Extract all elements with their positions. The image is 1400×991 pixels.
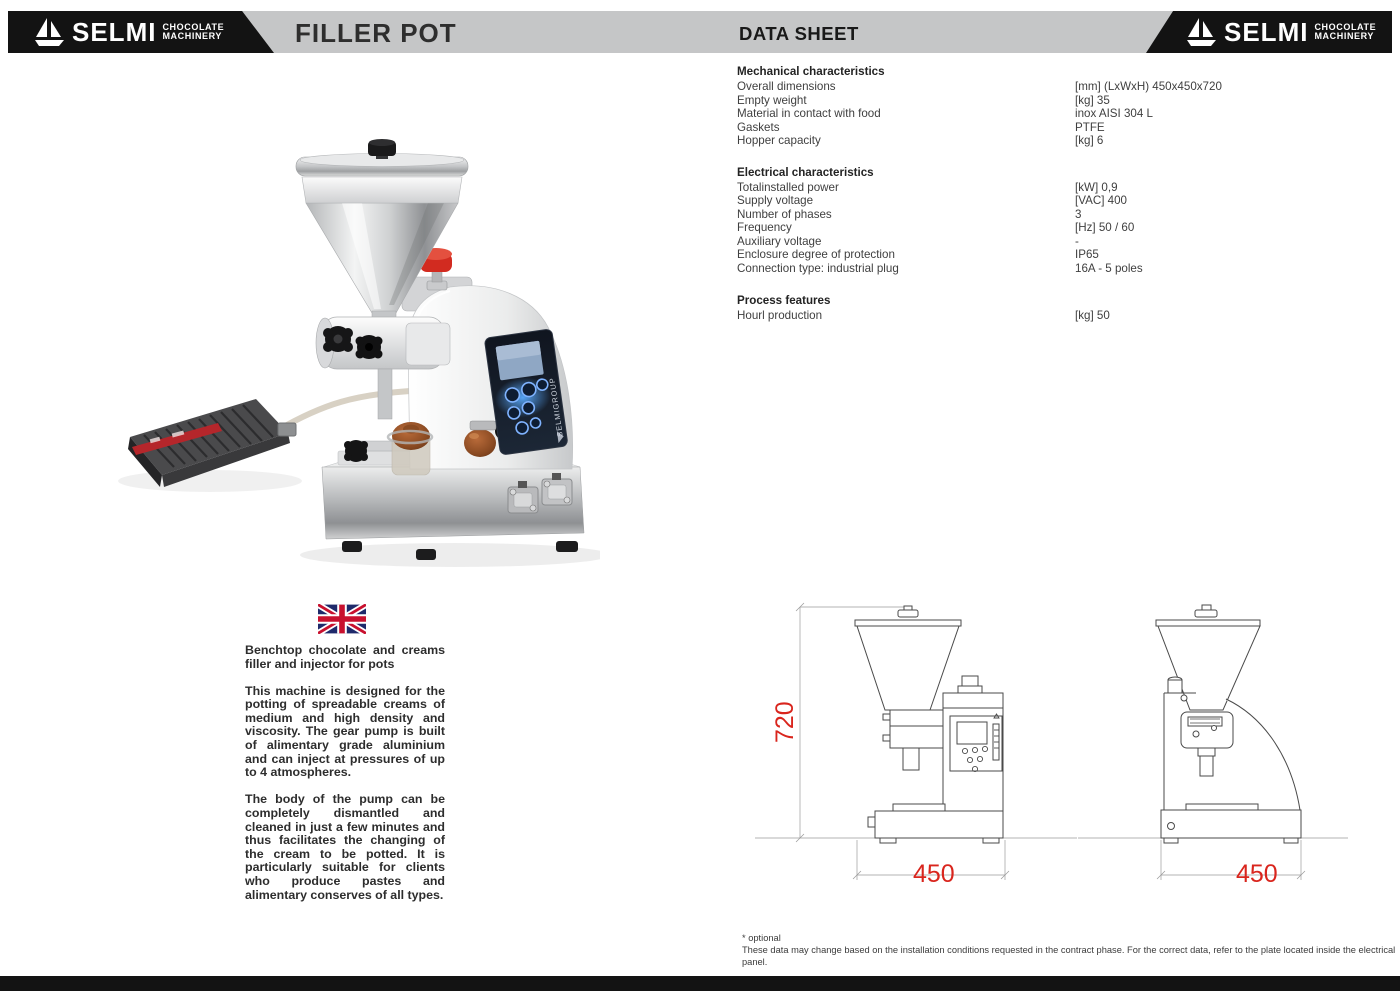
spec-row: Totalinstalled power [kW] 0,9 bbox=[737, 181, 1385, 195]
chocolate-jar bbox=[386, 422, 434, 476]
brand-sub-line1: CHOCOLATE bbox=[162, 21, 225, 32]
spec-row: Auxiliary voltage - bbox=[737, 235, 1385, 249]
side-width-dimension: 450 bbox=[1236, 860, 1278, 888]
spec-value: [kg] 50 bbox=[1075, 308, 1110, 322]
base-connectors bbox=[507, 473, 573, 514]
foot-pedal bbox=[128, 399, 297, 487]
product-description: Benchtop chocolate and creams filler and… bbox=[245, 643, 445, 902]
spec-value: [kW] 0,9 bbox=[1075, 180, 1118, 194]
spec-label: Connection type: industrial plug bbox=[737, 262, 899, 276]
front-view-drawing: 720 450 bbox=[755, 602, 1077, 888]
control-panel: SELMIGROUP bbox=[484, 329, 568, 455]
spec-label: Supply voltage bbox=[737, 194, 814, 208]
spec-label: Hourl production bbox=[737, 308, 823, 322]
spec-value: IP65 bbox=[1075, 248, 1099, 262]
brand-name: SELMI bbox=[72, 17, 157, 47]
brand-sub-line1: CHOCOLATE bbox=[1314, 21, 1377, 32]
spec-section-title: Electrical characteristics bbox=[737, 165, 874, 179]
machine-shadow bbox=[300, 543, 600, 567]
pedal-cable bbox=[275, 388, 413, 433]
selmi-logo: SELMI CHOCOLATE MACHINERY bbox=[34, 16, 224, 48]
spec-value: 3 bbox=[1075, 207, 1082, 221]
spec-row: Overall dimensions [mm] (LxWxH) 450x450x7… bbox=[737, 80, 1385, 94]
spec-row: Hourl production [kg] 50 bbox=[737, 309, 1385, 323]
spec-section-process: Process features Hourl production [kg] 50 bbox=[737, 294, 1385, 323]
pedal-red-label bbox=[132, 423, 222, 455]
description-paragraph-1: This machine is designed for the potting… bbox=[245, 683, 445, 780]
spec-label: Overall dimensions bbox=[737, 80, 836, 93]
spec-label: Number of phases bbox=[737, 207, 832, 221]
doc-type-title: DATA SHEET bbox=[739, 23, 859, 44]
spec-label: Hopper capacity bbox=[737, 134, 821, 148]
brand-name: SELMI bbox=[1224, 17, 1309, 47]
spec-label: Auxiliary voltage bbox=[737, 234, 822, 248]
spec-label: Gaskets bbox=[737, 120, 780, 134]
spec-row: Gaskets PTFE bbox=[737, 121, 1385, 135]
sailboat-icon bbox=[35, 18, 64, 46]
spec-row: Enclosure degree of protection IP65 bbox=[737, 248, 1385, 262]
description-paragraph-2: The body of the pump can be completely d… bbox=[245, 792, 445, 902]
spec-table: Mechanical characteristics Overall dimen… bbox=[737, 65, 1385, 340]
spec-value: 16A - 5 poles bbox=[1075, 262, 1143, 276]
spec-row: Connection type: industrial plug 16A - 5 … bbox=[737, 262, 1385, 276]
spec-label: Enclosure degree of protection bbox=[737, 248, 895, 262]
pump-assembly bbox=[315, 316, 451, 462]
spec-label: Totalinstalled power bbox=[737, 180, 839, 194]
brand-subtitle: CHOCOLATE MACHINERY bbox=[162, 21, 225, 42]
spec-value: - bbox=[1075, 234, 1079, 248]
spec-value: [kg] 35 bbox=[1075, 93, 1110, 107]
uk-flag-icon bbox=[318, 604, 366, 634]
front-width-dimension: 450 bbox=[913, 860, 955, 888]
sailboat-icon bbox=[1187, 18, 1216, 46]
selmi-logo-right: SELMI CHOCOLATE MACHINERY bbox=[1186, 16, 1376, 48]
pump-knob bbox=[355, 335, 383, 359]
hopper bbox=[295, 139, 469, 322]
spec-section-electrical: Electrical characteristics Totalinstalle… bbox=[737, 166, 1385, 276]
spec-section-title: Process features bbox=[737, 293, 831, 307]
spec-row: Hopper capacity [kg] 6 bbox=[737, 134, 1385, 148]
spec-row: Empty weight [kg] 35 bbox=[737, 94, 1385, 108]
pedal-shadow bbox=[118, 470, 302, 492]
brand-sub-line2: MACHINERY bbox=[162, 31, 223, 41]
machine-photo: SELMIGROUP bbox=[118, 139, 600, 567]
spec-value: [mm] (LxWxH) 450x450x720 bbox=[1075, 80, 1222, 93]
page-title: FILLER POT bbox=[295, 18, 457, 48]
spec-row: Frequency [Hz] 50 / 60 bbox=[737, 221, 1385, 235]
lower-knob bbox=[344, 440, 368, 462]
spec-section-title: Mechanical characteristics bbox=[737, 65, 885, 78]
spec-value: [Hz] 50 / 60 bbox=[1075, 221, 1135, 235]
pump-knob bbox=[323, 326, 353, 352]
spec-value: [VAC] 400 bbox=[1075, 194, 1127, 208]
spec-row: Number of phases 3 bbox=[737, 208, 1385, 222]
footnote-optional: * optional bbox=[742, 933, 781, 943]
spec-value: PTFE bbox=[1075, 120, 1105, 134]
brand-sub-line2: MACHINERY bbox=[1314, 31, 1375, 41]
spec-label: Frequency bbox=[737, 221, 792, 235]
spec-label: Empty weight bbox=[737, 93, 807, 107]
spec-row: Supply voltage [VAC] 400 bbox=[737, 194, 1385, 208]
spec-label: Material in contact with food bbox=[737, 107, 881, 121]
spec-value: inox AISI 304 L bbox=[1075, 107, 1153, 121]
header-left-brand-band: SELMI CHOCOLATE MACHINERY bbox=[8, 11, 274, 53]
brand-subtitle: CHOCOLATE MACHINERY bbox=[1314, 21, 1377, 42]
description-title: Benchtop chocolate and creams filler and… bbox=[245, 643, 445, 671]
footer-band bbox=[0, 976, 1400, 991]
side-view-drawing: 450 bbox=[1078, 604, 1348, 888]
header-right-brand-band: SELMI CHOCOLATE MACHINERY bbox=[1146, 11, 1392, 53]
footnote: * optional These data may change based o… bbox=[742, 932, 1400, 968]
spec-row: Material in contact with food inox AISI 3… bbox=[737, 107, 1385, 121]
spec-value: [kg] 6 bbox=[1075, 134, 1104, 148]
height-dimension: 720 bbox=[771, 701, 799, 743]
spec-section-mechanical: Mechanical characteristics Overall dimen… bbox=[737, 65, 1385, 148]
footnote-disclaimer: These data may change based on the insta… bbox=[742, 945, 1396, 967]
